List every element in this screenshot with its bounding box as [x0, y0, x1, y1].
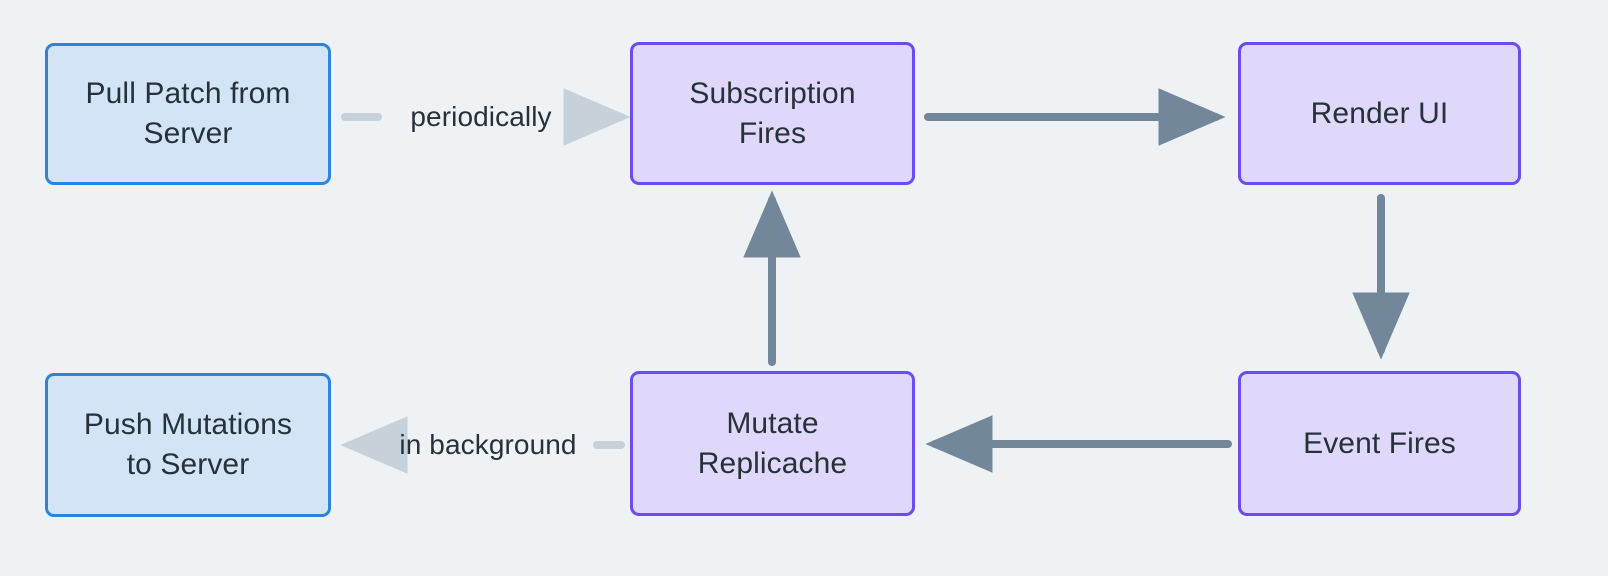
- node-subscription-fires[interactable]: Subscription Fires: [630, 42, 915, 185]
- node-label: Subscription Fires: [689, 76, 856, 150]
- node-push-mutations-to-server[interactable]: Push Mutations to Server: [45, 373, 331, 517]
- node-label: Push Mutations to Server: [83, 408, 293, 481]
- node-label: Render UI: [1310, 96, 1449, 130]
- node-render-ui[interactable]: Render UI: [1238, 42, 1521, 185]
- node-pull-patch-from-server[interactable]: Pull Patch from Server: [45, 43, 331, 185]
- edge-label-in-background: in background: [399, 429, 577, 460]
- node-label: Pull Patch from Server: [85, 77, 291, 150]
- node-event-fires[interactable]: Event Fires: [1238, 371, 1521, 516]
- node-mutate-replicache[interactable]: Mutate Replicache: [630, 371, 915, 516]
- node-label: Event Fires: [1303, 426, 1456, 460]
- edge-label-periodically: periodically: [410, 101, 552, 132]
- node-label: Mutate Replicache: [697, 406, 848, 480]
